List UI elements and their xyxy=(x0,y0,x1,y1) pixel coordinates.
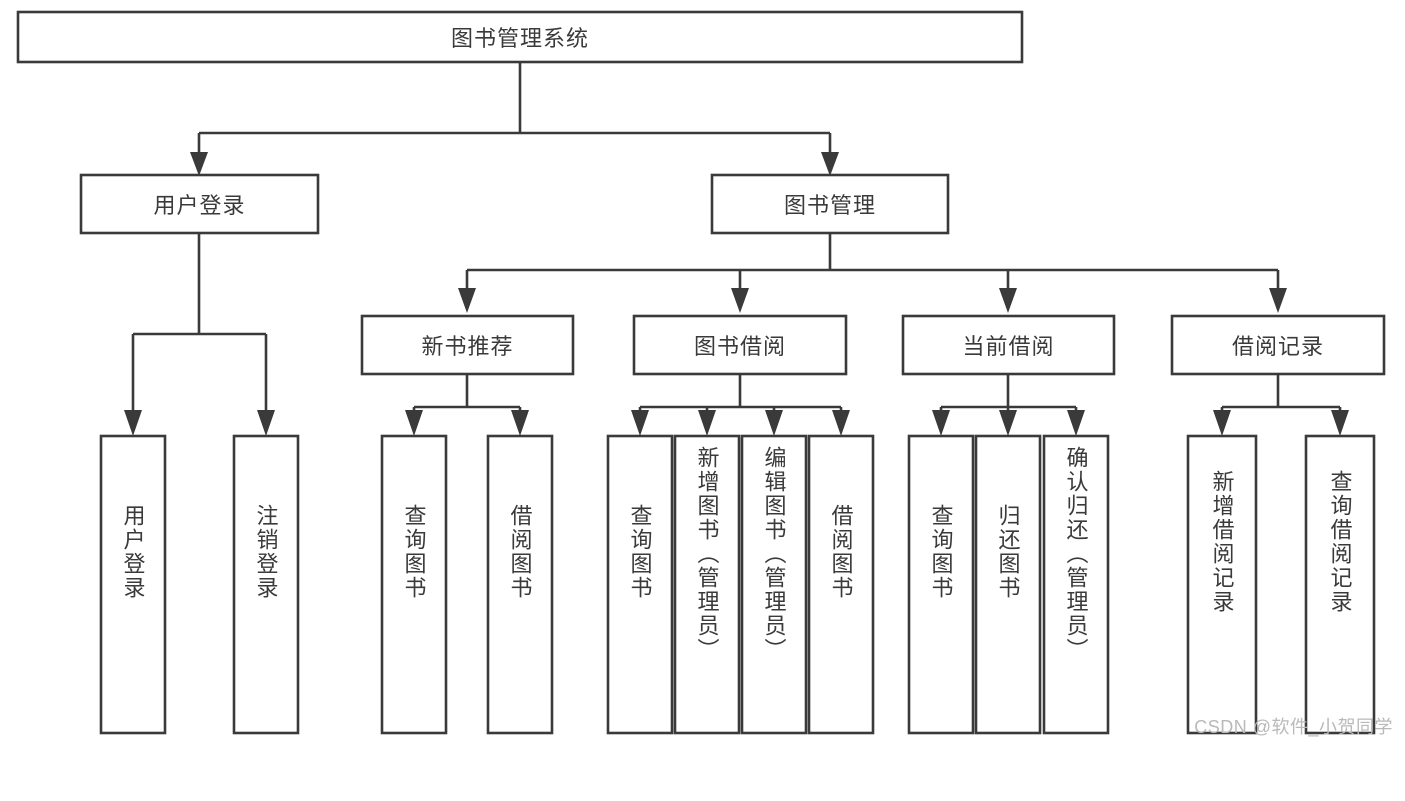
arrow-head-level3-2 xyxy=(731,288,749,313)
connector-group-book-mgmt xyxy=(458,233,1287,313)
node-box-leaf-current-borrow-3[interactable] xyxy=(1042,434,1110,735)
node-box-leaf-user-login-1[interactable] xyxy=(99,434,167,735)
node-box-leaf-book-borrow-1[interactable] xyxy=(606,434,674,735)
arrow-head-book-borrow-leaf-1 xyxy=(631,410,649,436)
arrow-head-book-borrow-leaf-3 xyxy=(765,410,783,436)
node-box-leaf-current-borrow-1[interactable] xyxy=(907,434,975,735)
node-box-borrow-record[interactable] xyxy=(1170,314,1386,376)
arrow-head-book-borrow-leaf-2 xyxy=(698,410,716,436)
arrow-head-level3-4 xyxy=(1269,288,1287,313)
node-box-user-login[interactable] xyxy=(79,173,320,235)
connector-group-borrow-record xyxy=(1213,374,1349,436)
connector-group-user-login xyxy=(124,233,275,436)
arrow-head-borrow-record-leaf-2 xyxy=(1331,410,1349,436)
arrow-head-book-mgmt xyxy=(821,152,839,176)
arrow-head-new-book-leaf-2 xyxy=(511,410,529,436)
arrow-head-current-borrow-leaf-2 xyxy=(999,410,1017,436)
arrow-head-current-borrow-leaf-3 xyxy=(1067,410,1085,436)
arrow-head-level3-3 xyxy=(999,288,1017,313)
arrow-head-book-borrow-leaf-4 xyxy=(832,410,850,436)
arrow-head-user-login-leaf-2 xyxy=(257,410,275,436)
arrow-head-borrow-record-leaf-1 xyxy=(1213,410,1231,436)
arrow-head-user-login-leaf-1 xyxy=(124,410,142,436)
arrow-head-level3-1 xyxy=(458,288,476,313)
arrow-head-current-borrow-leaf-1 xyxy=(932,410,950,436)
connector-group-book-borrow xyxy=(631,374,850,436)
node-box-root[interactable] xyxy=(16,10,1024,64)
node-box-leaf-new-book-2[interactable] xyxy=(486,434,554,735)
node-box-current-borrow[interactable] xyxy=(901,314,1116,376)
node-box-leaf-book-borrow-2[interactable] xyxy=(673,434,741,735)
node-box-new-book-recommend[interactable] xyxy=(360,314,575,376)
node-box-leaf-new-book-1[interactable] xyxy=(380,434,448,735)
node-box-leaf-book-borrow-3[interactable] xyxy=(740,434,808,735)
connector-group-new-book xyxy=(405,374,529,436)
diagram-root: 图书管理系统 用户登录 图书管理 新书推荐 图书借阅 当前借阅 借阅记录 用户登… xyxy=(16,10,1393,737)
connector-group-current-borrow xyxy=(932,374,1085,436)
node-box-leaf-borrow-record-1[interactable] xyxy=(1186,434,1258,735)
node-box-leaf-user-login-2[interactable] xyxy=(232,434,300,735)
node-box-leaf-book-borrow-4[interactable] xyxy=(807,434,875,735)
node-box-book-borrow[interactable] xyxy=(632,314,848,376)
node-box-leaf-borrow-record-2[interactable] xyxy=(1304,434,1376,735)
arrow-head-user-login xyxy=(190,152,208,176)
diagram-canvas xyxy=(16,10,1386,735)
connector-group-root xyxy=(190,62,839,176)
arrow-head-new-book-leaf-1 xyxy=(405,410,423,436)
node-box-book-management[interactable] xyxy=(710,173,950,235)
node-box-leaf-current-borrow-2[interactable] xyxy=(974,434,1042,735)
watermark-text: CSDN @软件_小贺同学 xyxy=(1194,717,1393,737)
